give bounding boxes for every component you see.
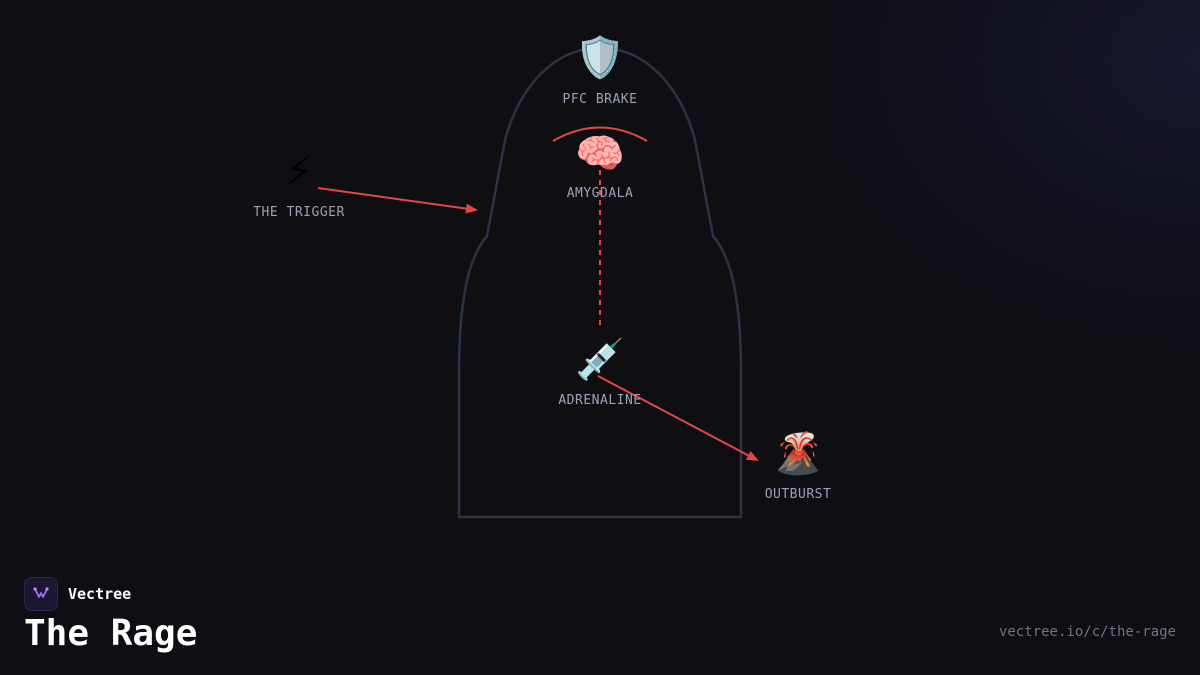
amygdala-label: AMYGDALA	[566, 186, 634, 201]
trigger-label: THE TRIGGER	[253, 205, 345, 220]
page-url[interactable]: vectree.io/c/the-rage	[998, 624, 1176, 640]
volcano-icon: 🌋	[773, 431, 823, 477]
trigger-arrow	[317, 187, 478, 214]
brand-name: Vectree	[68, 585, 132, 603]
outburst-arrow	[597, 375, 759, 461]
pfc-brake-label: PFC BRAKE	[562, 92, 638, 107]
outburst-label: OUTBURST	[764, 487, 832, 502]
adrenaline-label: ADRENALINE	[558, 393, 642, 408]
brain-icon: 🧠	[575, 131, 625, 177]
shield-icon: 🛡️	[575, 35, 625, 81]
page-title: The Rage	[24, 613, 198, 654]
lightning-bolt-icon: ⚡	[284, 149, 314, 195]
brand: Vectree	[24, 577, 131, 611]
vectree-logo-icon	[24, 577, 58, 611]
pfc-brake-arc	[552, 126, 648, 142]
body-silhouette	[457, 46, 743, 519]
syringe-icon: 💉	[575, 337, 625, 383]
